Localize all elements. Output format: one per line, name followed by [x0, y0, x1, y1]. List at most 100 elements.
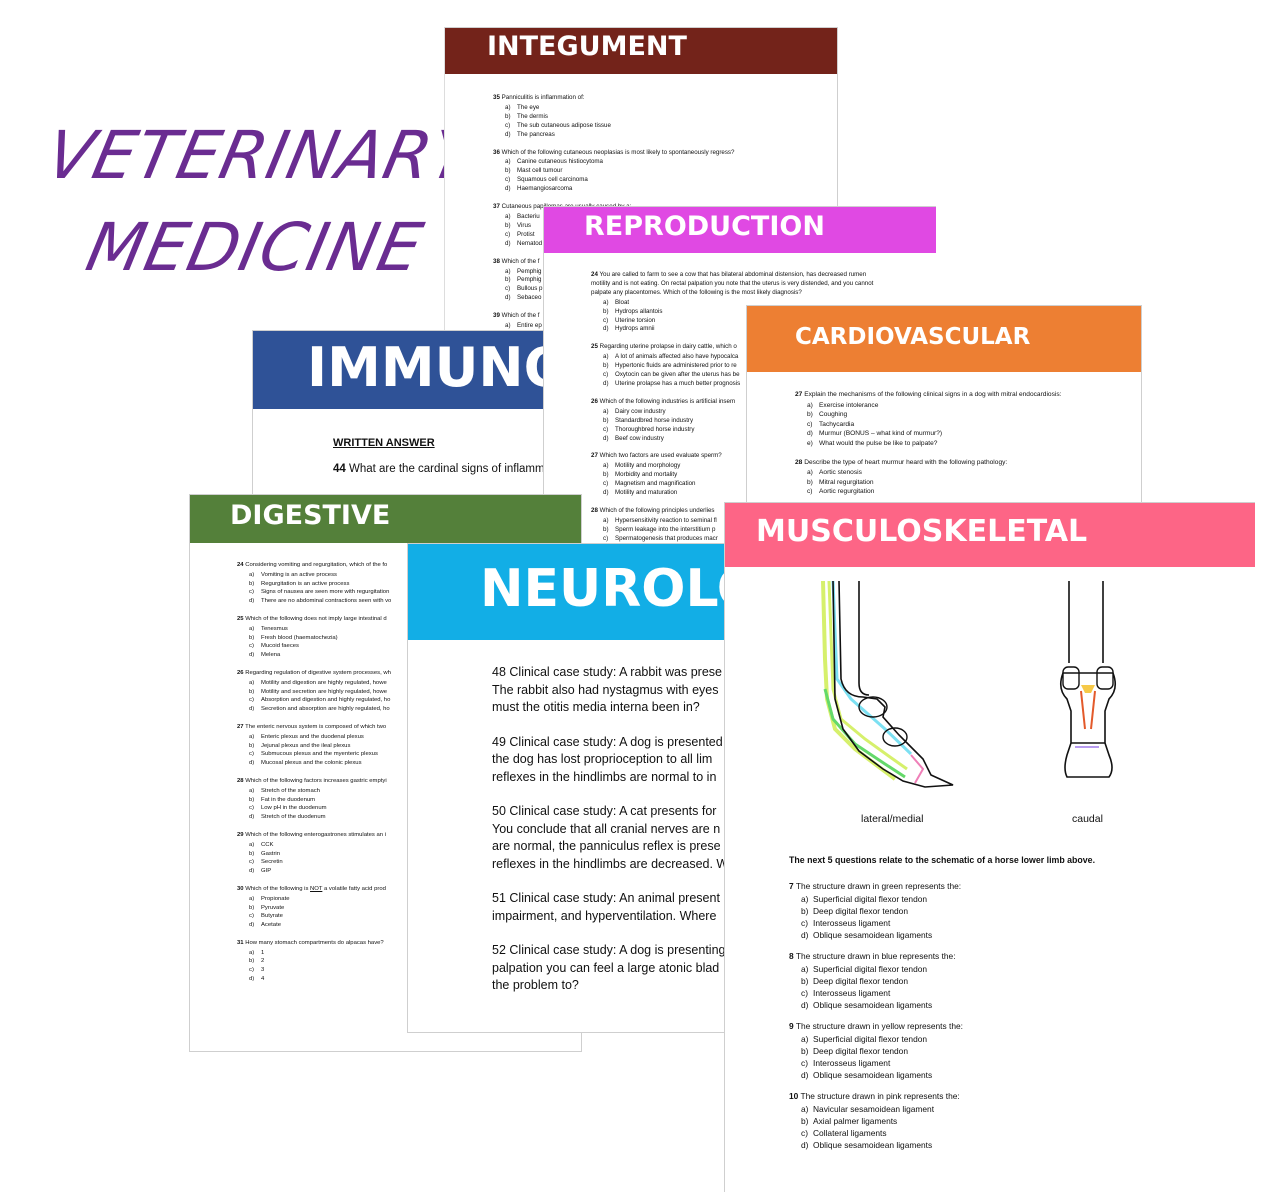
question-text: 38 Which of the f — [493, 257, 540, 265]
option-text: The dermis — [517, 112, 548, 120]
answer-option: d)Nematod — [505, 240, 837, 249]
answer-option: b)Deep digital flexor tendon — [801, 905, 1255, 917]
question-text: 27 The enteric nervous system is compose… — [237, 723, 387, 730]
option-text: Standardbred horse industry — [615, 416, 694, 424]
option-letter: b) — [249, 688, 255, 695]
question-text: 7 The structure drawn in green represent… — [789, 881, 962, 891]
case-study-line: the problem to? — [492, 978, 579, 992]
question-item: 8 The structure drawn in blue represents… — [789, 950, 1255, 1011]
option-text: Axial palmer ligaments — [813, 1116, 898, 1126]
answer-option: a)Bloat — [603, 299, 886, 308]
option-text: CCK — [261, 841, 274, 848]
question-item: 28 Which of the following factors increa… — [237, 777, 581, 822]
answer-option: a)Aortic stenosis — [807, 468, 1141, 478]
option-letter: b) — [249, 850, 255, 857]
case-study-item: 52 Clinical case study: A dog is present… — [492, 942, 747, 995]
option-text: The pancreas — [517, 130, 555, 138]
option-text: Navicular sesamoidean ligament — [813, 1104, 935, 1114]
neurology-header: NEUROLO — [408, 544, 747, 640]
question-number: 26 — [591, 397, 598, 405]
option-letter: c) — [807, 488, 813, 496]
option-text: Secretin — [261, 859, 283, 866]
option-text: Bullous p — [517, 285, 543, 293]
option-text: Propionate — [261, 895, 290, 902]
answer-option: b)Hydrops allantois — [603, 308, 886, 317]
option-text: Oblique sesamoidean ligaments — [813, 930, 933, 940]
question-text: 26 Regarding regulation of digestive sys… — [237, 669, 391, 676]
option-letter: a) — [603, 516, 609, 524]
question-text: 10 The structure drawn in pink represent… — [789, 1091, 960, 1101]
option-letter: c) — [505, 121, 511, 129]
option-text: Bloat — [615, 298, 630, 306]
musculoskeletal-header: MUSCULOSKELETAL — [725, 503, 1255, 567]
answer-option: c)Mucoid faeces — [249, 642, 581, 651]
question-text: 35 Panniculitis is inflammation of: — [493, 94, 585, 101]
option-text: Enteric plexus and the duodenal plexus — [261, 733, 364, 740]
answer-option: b)Jejunal plexus and the ileal plexus — [249, 742, 581, 751]
option-text: Haemangiosarcoma — [517, 185, 573, 193]
option-text: Motility and maturation — [615, 489, 678, 497]
answer-option: a)Superficial digital flexor tendon — [801, 963, 1255, 975]
question-number: 35 — [493, 94, 500, 101]
option-text: There are no abdominal contractions seen… — [261, 598, 392, 605]
option-letter: d) — [249, 598, 255, 605]
horse-limb-lateral-diagram — [821, 580, 954, 788]
option-letter: d) — [249, 976, 255, 983]
option-letter: b) — [603, 525, 609, 533]
option-text: Absorption and digestion and highly regu… — [261, 697, 391, 704]
option-letter: a) — [505, 267, 511, 275]
answer-option: d)Oblique sesamoidean ligaments — [801, 999, 1255, 1011]
question-text: 8 The structure drawn in blue represents… — [789, 951, 956, 961]
question-text: 24 Considering vomiting and regurgitatio… — [237, 562, 388, 568]
question-item: 29 Which of the following enterogastrone… — [237, 831, 581, 876]
option-text: Entire ep — [517, 322, 542, 330]
musculoskeletal-card: MUSCULOSKELETAL lateral/medial caudal Th… — [724, 502, 1255, 1192]
digestive-header-text: DIGESTIVE — [230, 500, 391, 531]
answer-option: a)Hypersensitivity reaction to seminal f… — [603, 517, 886, 526]
question-item: 7 The structure drawn in green represent… — [789, 880, 1255, 941]
question-number: 48 — [492, 665, 506, 679]
answer-option: c)Tachycardia — [807, 420, 1141, 430]
question-item: 26 Regarding regulation of digestive sys… — [237, 669, 581, 714]
answer-option: b)Regurgitation is an active process — [249, 580, 581, 589]
answer-option: d)Haemangiosarcoma — [505, 185, 837, 194]
option-text: Dairy cow industry — [615, 407, 666, 415]
question-item: 35 Panniculitis is inflammation of:a)The… — [493, 94, 837, 140]
immuno-question-44: 44 What are the cardinal signs of inflam… — [333, 463, 551, 475]
answer-option: c)Protist — [505, 231, 837, 240]
option-letter: a) — [801, 894, 809, 904]
answer-option: a)Dairy cow industry — [603, 408, 886, 417]
option-letter: c) — [505, 230, 511, 238]
answer-option: c)Collateral ligaments — [801, 1127, 1255, 1139]
answer-option: d)4 — [249, 975, 581, 984]
lateral-medial-label: lateral/medial — [861, 813, 924, 825]
answer-option: a)Vomiting is an active process — [249, 571, 581, 580]
question-number: 36 — [493, 148, 500, 156]
case-study-item: 49 Clinical case study: A dog is present… — [492, 734, 747, 787]
written-answer-label: WRITTEN ANSWER — [333, 437, 435, 449]
answer-option: a)Pemphig — [505, 268, 837, 277]
option-letter: a) — [505, 212, 511, 220]
answer-option: b)Virus — [505, 222, 837, 231]
cardiovascular-header-text: CARDIOVASCULAR — [795, 324, 1031, 350]
question-number: 28 — [237, 777, 244, 784]
option-letter: b) — [505, 167, 511, 175]
option-text: Acetate — [261, 922, 281, 929]
question-text: 26 Which of the following industries is … — [591, 397, 736, 405]
answer-option: c)Low pH in the duodenum — [249, 804, 581, 813]
option-letter: d) — [603, 434, 609, 442]
answer-option: b)Standardbred horse industry — [603, 417, 886, 426]
answer-option: a)Canine cutaneous histiocytoma — [505, 158, 837, 167]
answer-option: e)What would the pulse be like to palpat… — [807, 439, 1141, 449]
case-study-line: 52 Clinical case study: A dog is present… — [492, 943, 726, 957]
question-number: 9 — [789, 1021, 794, 1031]
option-text: Mast cell tumour — [517, 167, 563, 175]
answer-option: d)Uterine prolapse has a much better pro… — [603, 380, 886, 389]
option-letter: c) — [249, 859, 254, 866]
option-text: Pemphig — [517, 276, 542, 284]
option-text: Mitral regurgitation — [819, 478, 874, 486]
answer-option: c)Interosseus ligament — [801, 917, 1255, 929]
option-letter: a) — [603, 462, 609, 470]
case-study-line: palpation you can feel a large atonic bl… — [492, 960, 720, 975]
